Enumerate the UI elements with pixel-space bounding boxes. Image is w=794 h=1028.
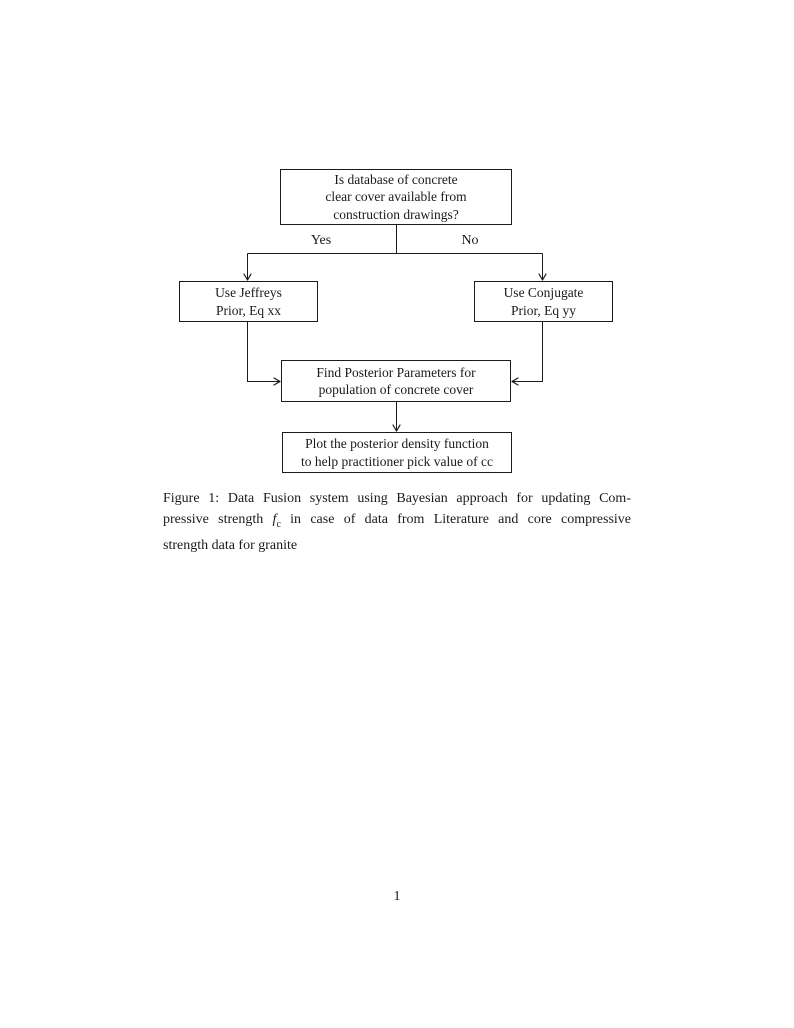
node-text-line: clear cover available from <box>325 189 467 205</box>
node-text-line: Plot the posterior density function <box>305 436 489 452</box>
caption-line-2: pressive strength fc in case of data fro… <box>163 512 632 530</box>
edge-label-no: No <box>461 233 479 248</box>
flowchart-node-question: Is database of concrete clear cover avai… <box>280 169 512 225</box>
node-text-line: Prior, Eq xx <box>215 302 282 318</box>
page-number: 1 <box>393 889 401 904</box>
flowchart-node-plot-density: Plot the posterior density function to h… <box>282 432 512 473</box>
edge-label-yes: Yes <box>310 233 332 248</box>
flowchart-node-jeffreys-prior: Use Jeffreys Prior, Eq xx <box>179 281 318 322</box>
node-text-line: to help practitioner pick value of cc <box>301 453 493 469</box>
math-fc: fc <box>272 512 281 530</box>
caption-line-3: strength data for granite <box>163 537 298 553</box>
node-text-line: Use Conjugate <box>503 285 584 301</box>
connector-conjugate-to-posterior <box>512 322 543 382</box>
flowchart-connectors <box>0 225 794 500</box>
node-text-line: Find Posterior Parameters for <box>316 364 476 380</box>
flowchart-figure: Is database of concrete clear cover avai… <box>0 0 794 500</box>
figure-caption: Figure 1: Data Fusion system using Bayes… <box>163 488 631 556</box>
flowchart-node-posterior-parameters: Find Posterior Parameters for population… <box>281 360 511 402</box>
node-text-line: population of concrete cover <box>318 382 474 397</box>
node-text-line: construction drawings? <box>333 206 459 222</box>
flowchart-node-conjugate-prior: Use Conjugate Prior, Eq yy <box>474 281 613 322</box>
node-text-line: Prior, Eq yy <box>510 302 577 318</box>
node-text-line: Is database of concrete <box>334 171 458 187</box>
node-text-line: Use Jeffreys <box>215 285 282 301</box>
connector-jeffreys-to-posterior <box>247 322 281 382</box>
caption-line-1: Figure 1: Data Fusion system using Bayes… <box>163 491 631 506</box>
